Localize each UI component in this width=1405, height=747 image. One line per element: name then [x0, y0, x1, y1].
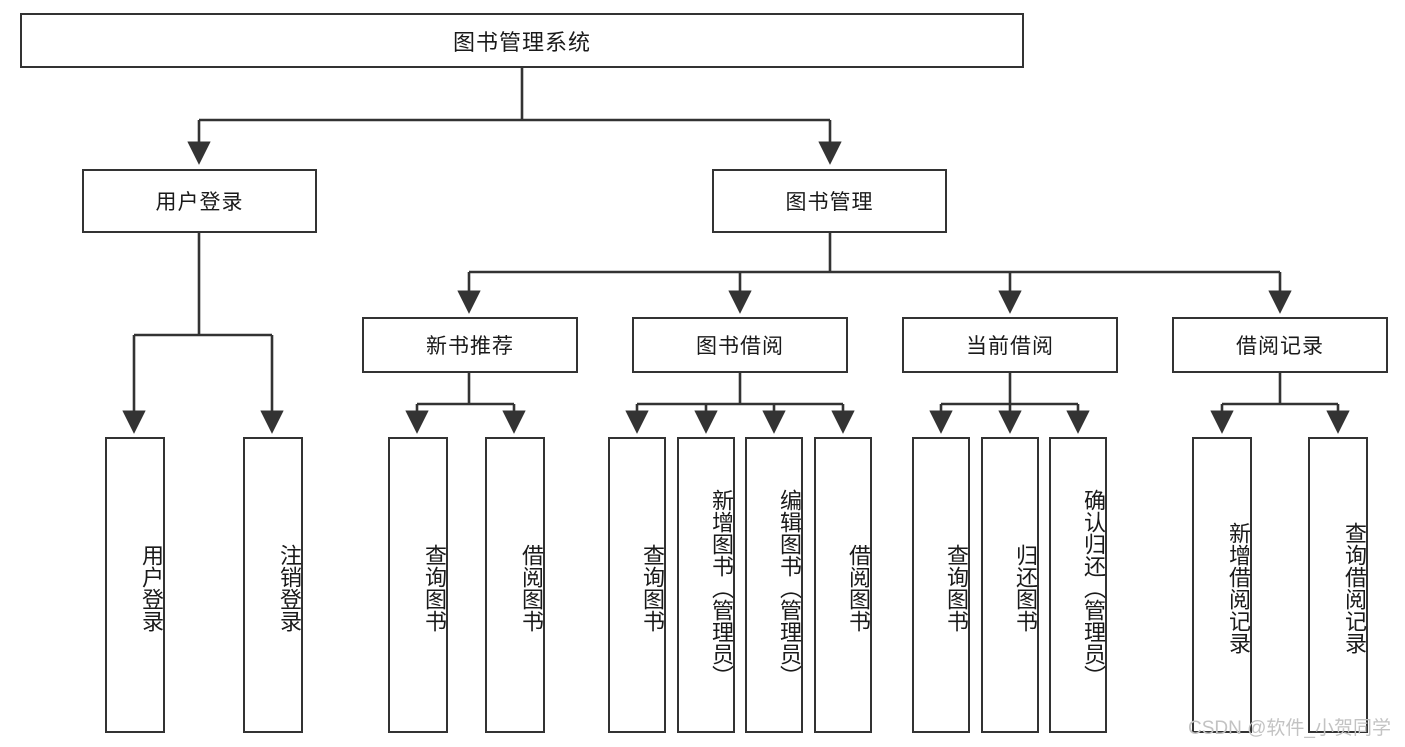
node-current-borrow-label: 当前借阅 — [966, 335, 1054, 358]
node-leaf-borrow-book-1-label: 借阅图书 — [519, 544, 544, 632]
node-leaf-query-record[interactable]: 查询借阅记录 — [1308, 437, 1368, 733]
node-leaf-add-record-label: 新增借阅记录 — [1226, 522, 1251, 654]
node-leaf-edit-book-label: 编辑图书（管理员） — [777, 489, 802, 687]
node-leaf-logout-login[interactable]: 注销登录 — [243, 437, 303, 733]
node-book-borrow[interactable]: 图书借阅 — [632, 317, 848, 373]
node-new-book-rec-label: 新书推荐 — [426, 335, 514, 358]
node-leaf-query-book-2[interactable]: 查询图书 — [608, 437, 666, 733]
node-book-borrow-label: 图书借阅 — [696, 335, 784, 358]
node-leaf-user-login-label: 用户登录 — [139, 544, 164, 632]
node-borrow-record[interactable]: 借阅记录 — [1172, 317, 1388, 373]
node-leaf-confirm-return[interactable]: 确认归还（管理员） — [1049, 437, 1107, 733]
node-leaf-query-book-3-label: 查询图书 — [944, 544, 969, 632]
node-current-borrow[interactable]: 当前借阅 — [902, 317, 1118, 373]
node-leaf-query-book-3[interactable]: 查询图书 — [912, 437, 970, 733]
node-leaf-add-book-label: 新增图书（管理员） — [709, 489, 734, 687]
node-leaf-query-record-label: 查询借阅记录 — [1342, 522, 1367, 654]
node-leaf-return-book-label: 归还图书 — [1013, 544, 1038, 632]
node-leaf-query-book-1[interactable]: 查询图书 — [388, 437, 448, 733]
node-leaf-query-book-2-label: 查询图书 — [640, 544, 665, 632]
node-borrow-record-label: 借阅记录 — [1236, 335, 1324, 358]
node-leaf-return-book[interactable]: 归还图书 — [981, 437, 1039, 733]
node-book-manage[interactable]: 图书管理 — [712, 169, 947, 233]
node-leaf-add-record[interactable]: 新增借阅记录 — [1192, 437, 1252, 733]
node-leaf-borrow-book-2[interactable]: 借阅图书 — [814, 437, 872, 733]
node-leaf-edit-book[interactable]: 编辑图书（管理员） — [745, 437, 803, 733]
node-user-login-label: 用户登录 — [155, 191, 244, 214]
watermark: CSDN @软件_小贺同学 — [1188, 718, 1391, 739]
node-leaf-user-login[interactable]: 用户登录 — [105, 437, 165, 733]
node-leaf-add-book[interactable]: 新增图书（管理员） — [677, 437, 735, 733]
node-leaf-borrow-book-2-label: 借阅图书 — [846, 544, 871, 632]
node-leaf-query-book-1-label: 查询图书 — [422, 544, 447, 632]
node-new-book-rec[interactable]: 新书推荐 — [362, 317, 578, 373]
node-leaf-confirm-return-label: 确认归还（管理员） — [1081, 489, 1106, 687]
node-leaf-borrow-book-1[interactable]: 借阅图书 — [485, 437, 545, 733]
node-root-label: 图书管理系统 — [452, 29, 591, 55]
node-user-login[interactable]: 用户登录 — [82, 169, 317, 233]
node-root[interactable]: 图书管理系统 — [20, 13, 1024, 68]
node-leaf-logout-login-label: 注销登录 — [277, 544, 302, 632]
node-book-manage-label: 图书管理 — [785, 191, 874, 214]
